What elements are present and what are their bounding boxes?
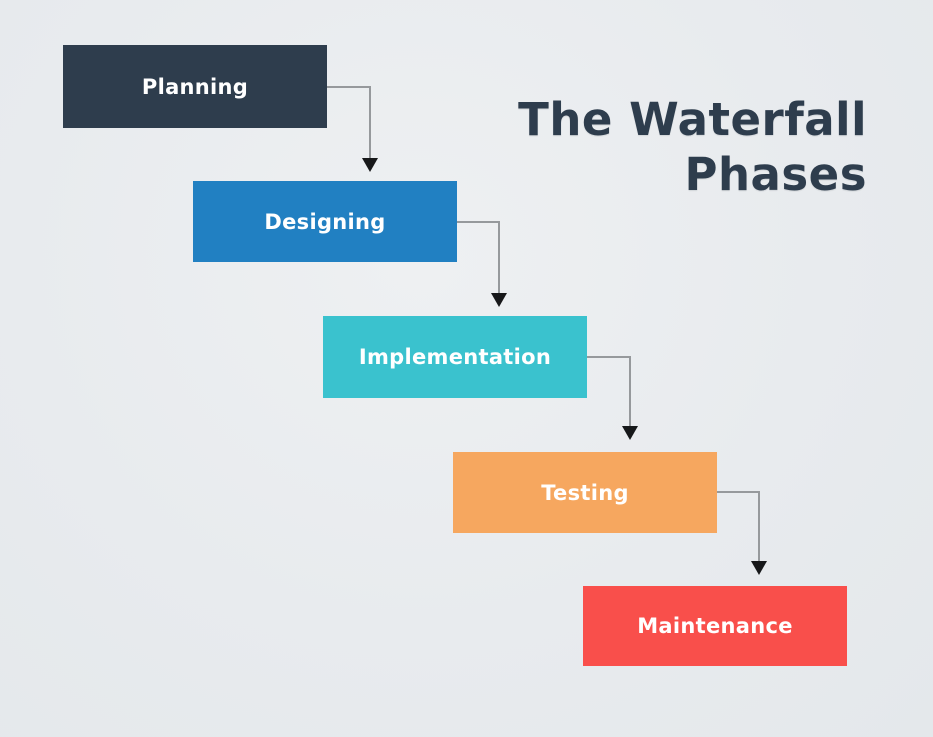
phase-box-implementation: Implementation [323, 316, 587, 398]
phase-box-designing: Designing [193, 181, 457, 262]
phase-label-designing: Designing [264, 209, 386, 234]
phase-label-maintenance: Maintenance [637, 614, 793, 638]
arrow-implementation-to-testing [587, 356, 638, 440]
phase-label-testing: Testing [541, 480, 629, 505]
arrow-planning-to-designing [327, 86, 378, 172]
arrow-head-icon [491, 293, 507, 307]
page-title-line2: Phases [684, 148, 867, 201]
arrow-designing-to-implementation [457, 221, 507, 307]
arrow-head-icon [362, 158, 378, 172]
arrow-line [587, 356, 631, 427]
phase-label-implementation: Implementation [358, 345, 552, 369]
arrow-line [457, 221, 500, 294]
phase-box-planning: Planning [63, 45, 327, 128]
arrow-head-icon [751, 561, 767, 575]
arrow-line [717, 491, 760, 562]
arrow-testing-to-maintenance [717, 491, 767, 575]
page-title: The Waterfall Phases [518, 92, 867, 202]
phase-box-maintenance: Maintenance [583, 586, 847, 666]
phase-box-testing: Testing [453, 452, 717, 533]
arrow-line [327, 86, 371, 159]
arrow-head-icon [622, 426, 638, 440]
page-title-line1: The Waterfall [518, 93, 867, 146]
phase-label-planning: Planning [141, 74, 249, 99]
